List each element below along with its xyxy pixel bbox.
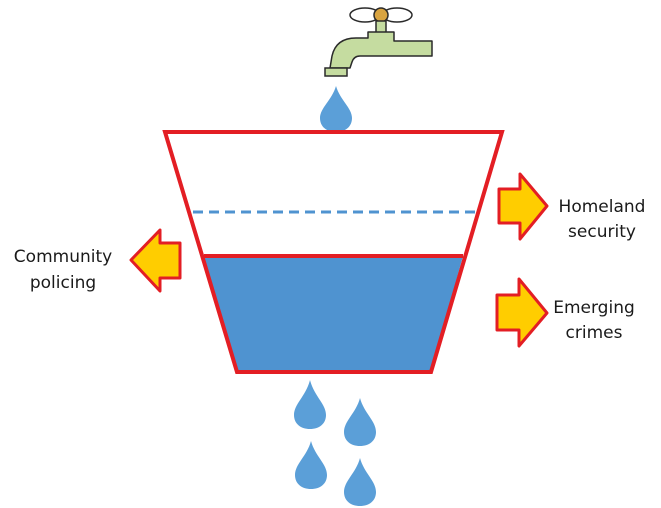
arrow-right-icon (495, 277, 549, 348)
label-line: security (568, 222, 636, 242)
label-line: Emerging (553, 298, 635, 318)
label-homeland-security: Homeland security (559, 197, 646, 242)
label-line: Homeland (559, 197, 646, 217)
water-drop-icon (344, 458, 376, 506)
label-line: policing (30, 273, 96, 293)
faucet-icon (324, 7, 433, 77)
label-line: Community (14, 247, 112, 267)
water-drop-icon (320, 86, 352, 132)
water-drop-icon (295, 441, 327, 489)
label-emerging-crimes: Emerging crimes (553, 298, 635, 343)
arrow-right-icon (497, 172, 549, 241)
label-line: crimes (566, 323, 623, 343)
water-level-fill (204, 256, 463, 372)
falling-drops (294, 380, 376, 506)
label-community-policing: Community policing (14, 247, 112, 293)
arrow-left-icon (129, 228, 182, 293)
bucket-outline (162, 130, 505, 374)
water-drop-icon (344, 398, 376, 446)
water-drop-icon (294, 380, 326, 429)
